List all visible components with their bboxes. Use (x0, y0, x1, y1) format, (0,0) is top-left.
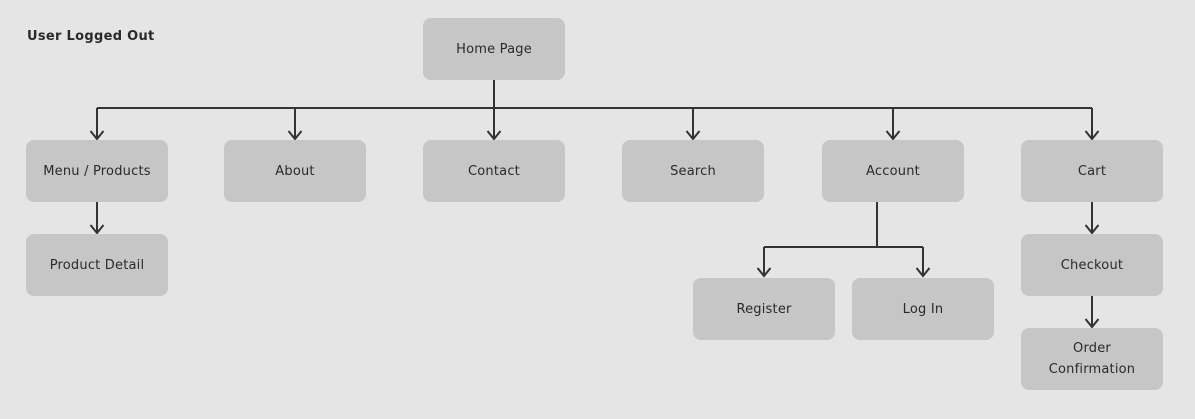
arrowhead-branch-to-menu (89, 130, 105, 141)
arrowhead-branch-to-search (685, 130, 701, 141)
arrowhead-branch-to-cart (1084, 130, 1100, 141)
arrowhead-home-to-contact (486, 130, 502, 141)
arrowhead-checkout-to-order (1084, 318, 1100, 329)
arrowhead-branch-to-account (885, 130, 901, 141)
node-search: Search (622, 140, 764, 202)
node-about: About (224, 140, 366, 202)
node-product-detail: Product Detail (26, 234, 168, 296)
node-label-home-page: Home Page (456, 41, 532, 57)
node-label-about: About (275, 163, 315, 179)
arrowhead-cart-to-checkout (1084, 224, 1100, 235)
node-label-contact: Contact (468, 163, 520, 179)
node-label-checkout: Checkout (1060, 257, 1124, 273)
arrowhead-branch-to-about (287, 130, 303, 141)
node-register: Register (693, 278, 835, 340)
node-label-account: Account (866, 163, 920, 179)
node-label-search: Search (670, 163, 716, 179)
node-menu-products: Menu / Products (26, 140, 168, 202)
node-label-menu-products: Menu / Products (43, 163, 151, 179)
node-contact: Contact (423, 140, 565, 202)
arrowhead-branch-to-register (756, 267, 772, 278)
node-label-order-confirmation: Order Confirmation (1048, 341, 1136, 377)
node-log-in: Log In (852, 278, 994, 340)
node-cart: Cart (1021, 140, 1163, 202)
node-order-confirmation: Order Confirmation (1021, 328, 1163, 390)
node-account: Account (822, 140, 964, 202)
diagram-title: User Logged Out (27, 29, 155, 44)
node-label-cart: Cart (1077, 163, 1107, 179)
node-label-register: Register (736, 301, 792, 317)
node-home-page: Home Page (423, 18, 565, 80)
node-label-product-detail: Product Detail (49, 257, 145, 273)
node-checkout: Checkout (1021, 234, 1163, 296)
arrowhead-menu-to-product-detail (89, 224, 105, 235)
arrowhead-branch-to-login (915, 267, 931, 278)
node-label-log-in: Log In (902, 301, 944, 317)
